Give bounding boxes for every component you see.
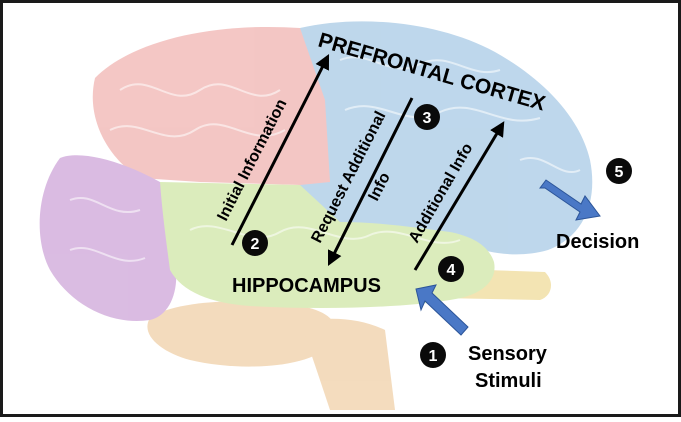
sensory-label: Sensory (468, 343, 548, 365)
svg-text:4: 4 (447, 262, 456, 279)
sensory-input-arrow (415, 284, 469, 336)
gyri-texture (69, 56, 581, 262)
decision-output-arrow (539, 179, 601, 221)
decision-label: Decision (556, 231, 639, 253)
step-badge-3: 3 (414, 104, 440, 130)
step-badge-1: 1 (420, 342, 446, 368)
temporal-lobe-region (160, 182, 495, 308)
hippocampus-label: HIPPOCAMPUS (232, 275, 381, 297)
arrow-request-additional-info (327, 97, 414, 267)
svg-text:5: 5 (615, 164, 624, 181)
stimuli-label: Stimuli (475, 370, 542, 392)
arrow-additional-info (413, 121, 505, 271)
svg-text:2: 2 (251, 236, 260, 253)
step-badge-4: 4 (438, 256, 464, 282)
step-badge-2: 2 (242, 230, 268, 256)
brainstem-lower (300, 318, 395, 410)
svg-text:3: 3 (423, 110, 432, 127)
cerebellum-region (147, 301, 336, 367)
svg-text:1: 1 (429, 348, 438, 365)
step-badge-5: 5 (606, 158, 632, 184)
parietal-lobe-region (92, 26, 330, 185)
frontal-lobe-region (300, 21, 593, 255)
occipital-lobe-region (39, 155, 178, 321)
arrow-initial-information (230, 53, 330, 246)
